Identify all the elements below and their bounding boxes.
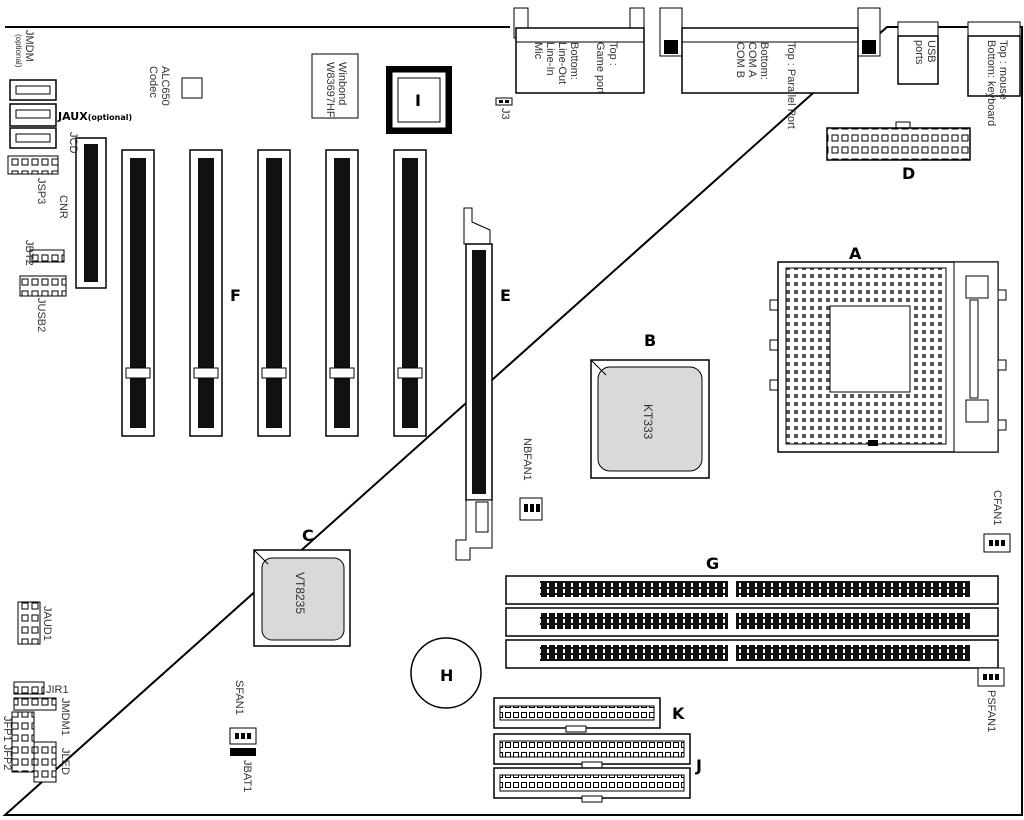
sfan1-label: SFAN1 <box>233 680 245 715</box>
jbat1-jumper: JBAT1 <box>230 748 256 792</box>
marker-g: G <box>706 554 719 573</box>
dimm-slot-2 <box>505 607 999 637</box>
jled-label: JLED <box>59 748 71 775</box>
cmos-battery <box>410 637 482 709</box>
codec-model-label: ALC650 <box>159 66 171 106</box>
jmdm-optional-label: (optional) <box>14 34 23 68</box>
pci-slot-3 <box>257 149 291 437</box>
ps2-ports: Top : mouse Bottom: keyboard <box>967 21 1021 126</box>
jmdm1-label: JMDM1 <box>59 698 71 736</box>
com-b-label: COM B <box>734 42 746 78</box>
game-top-label: Top : <box>607 42 619 66</box>
marker-f: F <box>230 286 241 305</box>
southbridge-label: VT8235 <box>293 572 307 614</box>
psfan1-label: PSFAN1 <box>985 690 997 732</box>
jaux-label: JAUX(optional) <box>57 110 132 123</box>
nbfan1-header: NBFAN1 <box>519 438 543 521</box>
parallel-port-label: Top : Parallel Port <box>785 42 797 129</box>
jbt2-header: JBT2 <box>23 240 65 266</box>
keyboard-label: Bottom: keyboard <box>985 40 997 126</box>
jmdm-label: JMDM <box>23 30 35 62</box>
jir1-header: JIR1 <box>13 681 69 696</box>
j3-header: J3 <box>495 97 513 120</box>
dimm-slots <box>505 575 999 669</box>
jusb2-label: JUSB2 <box>35 298 47 332</box>
game-audio-port: Top : Game port Bottom: Line-Out Line-In… <box>513 7 645 94</box>
winbond-chip: Winbond W83697HF <box>311 53 359 119</box>
jmdm1-header: JMDM1 <box>13 697 71 736</box>
usb-ports-label: ports <box>913 40 925 65</box>
cfan1-header: CFAN1 <box>983 490 1011 553</box>
jaud1-header: JAUD1 <box>17 601 53 645</box>
winbond-model-label: W83697HF <box>324 62 336 118</box>
jbt2-label: JBT2 <box>23 240 35 266</box>
super-io-chip <box>386 66 452 134</box>
pci-slot-2 <box>189 149 223 437</box>
audio-bottom-label: Bottom: <box>568 42 580 80</box>
jusb2-header: JUSB2 <box>19 275 67 332</box>
pci-slot-1 <box>121 149 155 437</box>
marker-i: I <box>415 91 421 110</box>
dimm-slot-1 <box>505 575 999 605</box>
southbridge-chip: VT8235 <box>253 549 351 647</box>
winbond-label: Winbond <box>336 62 348 105</box>
pci-slot-4 <box>325 149 359 437</box>
audio-codec: ALC650 Codec <box>147 66 203 106</box>
jled-header: JLED <box>33 741 71 783</box>
agp-slot <box>455 207 493 561</box>
northbridge-chip: KT333 <box>590 359 710 479</box>
marker-e: E <box>500 286 511 305</box>
marker-c: C <box>302 526 314 545</box>
marker-a: A <box>849 244 862 263</box>
jir1-label: JIR1 <box>46 684 69 696</box>
northbridge-label: KT333 <box>641 404 655 440</box>
jaux-connectors <box>9 79 57 149</box>
jfp-headers: JFP1 JFP2 <box>1 711 35 773</box>
parallel-com-ports: Top : Parallel Port Bottom: COM A COM B <box>659 7 881 129</box>
ide-connectors <box>493 733 691 803</box>
atx-power-connector <box>826 121 971 161</box>
marker-d: D <box>902 164 915 183</box>
usb-label: USB <box>925 40 937 63</box>
jcd-label: JCD <box>67 132 79 153</box>
pci-slots <box>121 149 427 437</box>
cnr-label: CNR <box>57 195 69 219</box>
cpu-socket <box>769 261 1007 453</box>
line-in-label: Line-In <box>544 42 556 76</box>
marker-k: K <box>672 704 685 723</box>
j3-label: J3 <box>499 108 511 120</box>
jbat1-label: JBAT1 <box>241 760 253 792</box>
usb-ports: USB ports <box>897 21 939 85</box>
mouse-label: Top : mouse <box>997 40 1009 100</box>
marker-j: J <box>695 756 702 775</box>
jsp3-label: JSP3 <box>35 178 47 204</box>
ide-connector-2 <box>493 767 691 803</box>
marker-h: H <box>440 666 453 685</box>
cnr-slot: CNR <box>57 137 107 289</box>
sfan1-header: SFAN1 <box>229 680 257 745</box>
floppy-connector <box>493 697 661 733</box>
ide-connector-1 <box>493 733 691 769</box>
codec-label: Codec <box>147 66 159 98</box>
psfan1-header: PSFAN1 <box>977 667 1005 732</box>
com-bottom-label: Bottom: <box>758 42 770 80</box>
marker-b: B <box>644 331 656 350</box>
jfp1-jfp2-label: JFP1 JFP2 <box>1 716 13 770</box>
nbfan1-label: NBFAN1 <box>521 438 533 481</box>
cfan1-label: CFAN1 <box>991 490 1003 525</box>
pci-slot-5 <box>393 149 427 437</box>
dimm-slot-3 <box>505 639 999 669</box>
jaud1-label: JAUD1 <box>41 606 53 641</box>
com-a-label: COM A <box>746 42 758 78</box>
game-port-label: Game port <box>594 42 606 94</box>
mic-label: Mic <box>532 42 544 60</box>
line-out-label: Line-Out <box>556 42 568 84</box>
jsp3-header: JSP3 <box>7 155 59 204</box>
